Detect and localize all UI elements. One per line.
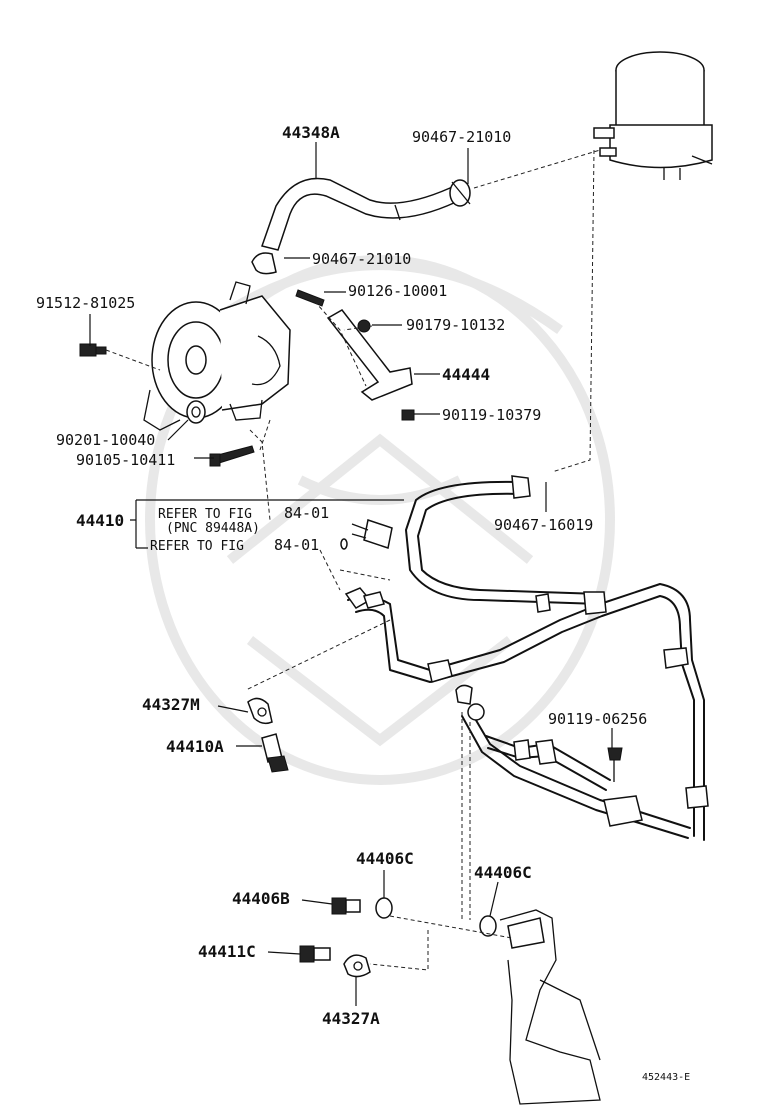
label-90201-10040: 90201-10040 <box>56 431 155 449</box>
small-o-ring <box>340 538 348 550</box>
lower-tube-assembly <box>455 684 691 839</box>
hose-clamp-mid <box>251 252 277 275</box>
label-90179-10132: 90179-10132 <box>406 316 505 334</box>
nut-90179 <box>357 319 371 333</box>
label-ref1-number: 84-01 <box>284 504 329 522</box>
pump-washer <box>186 400 206 424</box>
label-44327a: 44327A <box>322 1009 380 1028</box>
steering-gear-housing <box>499 909 601 1105</box>
label-44410: 44410 <box>76 511 124 530</box>
label-90467-16019: 90467-16019 <box>494 516 593 534</box>
label-90467-21010-mid: 90467-21010 <box>312 250 411 268</box>
label-44406c-left: 44406C <box>356 849 414 868</box>
alignment-lines-lower <box>245 549 513 971</box>
label-90467-21010-top: 90467-21010 <box>412 128 511 146</box>
union-bolt-44410a <box>261 733 289 773</box>
gasket-44406c-right <box>479 915 497 937</box>
pump-bolt-long <box>209 445 255 467</box>
part-labels: 44348A 90467-21010 90467-21010 90126-100… <box>36 123 690 1083</box>
reservoir-tank <box>593 51 713 180</box>
label-44410a: 44410A <box>166 737 224 756</box>
label-44327m: 44327M <box>142 695 200 714</box>
label-44406b: 44406B <box>232 889 290 908</box>
bolt-90119-06256 <box>607 747 623 782</box>
label-90119-06256: 90119-06256 <box>548 710 647 728</box>
label-ref2-number: 84-01 <box>274 536 319 554</box>
hose-clamp-top <box>449 179 471 207</box>
gasket-44406c-left <box>375 897 393 919</box>
bolt-90119-10379 <box>401 409 415 421</box>
label-90126-10001: 90126-10001 <box>348 282 447 300</box>
alignment-lines-upper <box>105 149 601 521</box>
pump-bolt-small <box>79 343 107 357</box>
pressure-switch <box>351 519 393 549</box>
union-44327a <box>343 954 371 978</box>
pressure-hose-assembly <box>347 475 709 841</box>
label-44406c-right: 44406C <box>474 863 532 882</box>
label-44348a: 44348A <box>282 123 340 142</box>
label-91512-81025: 91512-81025 <box>36 294 135 312</box>
leader-lines <box>89 142 613 1006</box>
return-hose-44348a <box>261 177 457 251</box>
label-90105-10411: 90105-10411 <box>76 451 175 469</box>
union-bolt-44406b <box>331 897 361 915</box>
label-pnc-89448a: (PNC 89448A) <box>166 521 260 536</box>
power-steering-pump <box>143 281 291 431</box>
stud-bolt <box>295 289 325 307</box>
label-44411c: 44411C <box>198 942 256 961</box>
figure-code: 452443-E <box>642 1072 690 1083</box>
union-bolt-fitting <box>344 587 385 609</box>
union-44327m <box>247 697 273 725</box>
union-bolt-44411c <box>299 945 331 963</box>
label-refer-to-fig-2: REFER TO FIG <box>150 539 244 554</box>
label-90119-10379: 90119-10379 <box>442 406 541 424</box>
label-refer-to-fig-1: REFER TO FIG <box>158 507 252 522</box>
label-44444: 44444 <box>442 365 490 384</box>
bracket-44444 <box>326 309 413 401</box>
